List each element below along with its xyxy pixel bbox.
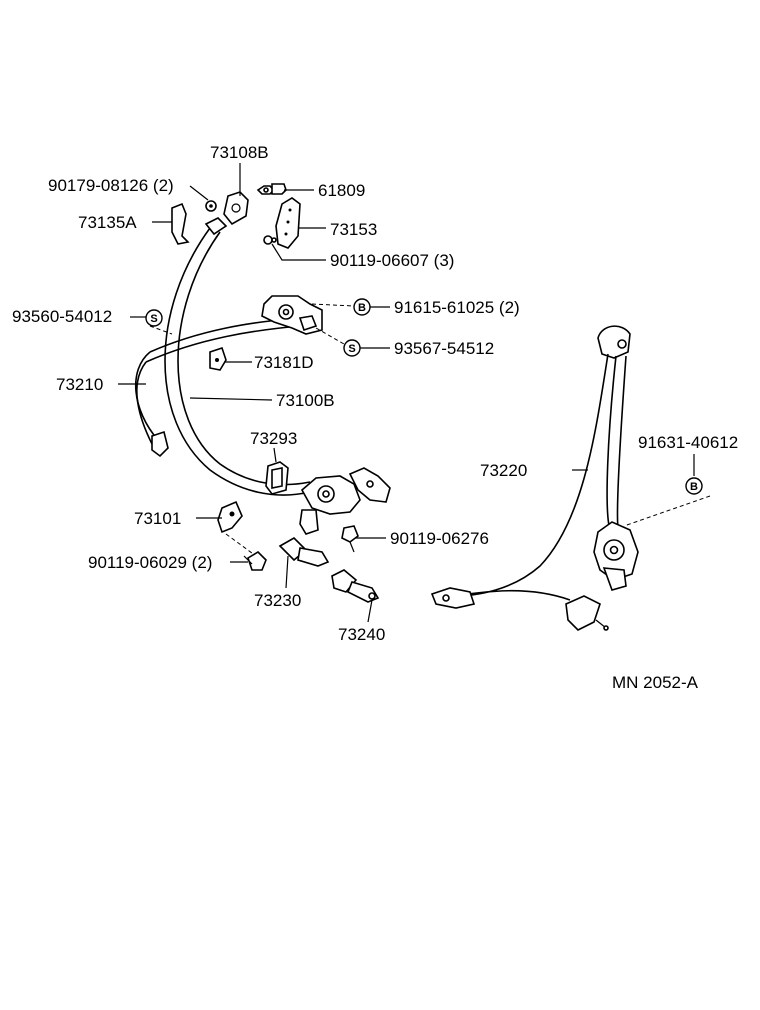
callout-73210: 73210	[56, 375, 103, 394]
tongue-right	[565, 595, 609, 631]
symbol-s-93567: S	[343, 339, 361, 357]
callout-73135a: 73135A	[78, 213, 137, 232]
retractor-lower	[299, 467, 391, 535]
callout-73230: 73230	[254, 591, 301, 610]
callout-90119-06607: 90119-06607 (3)	[330, 251, 454, 270]
callout-73293: 73293	[250, 429, 297, 448]
callout-90179-08126: 90179-08126 (2)	[48, 176, 174, 195]
callout-73181d: 73181D	[254, 353, 314, 372]
callout-91631-40612: 91631-40612	[638, 433, 738, 452]
callout-73240: 73240	[338, 625, 385, 644]
svg-text:S: S	[150, 313, 157, 325]
bolt-90119-06276	[341, 525, 359, 553]
callout-93567-54512: 93567-54512	[394, 339, 494, 358]
cover-73153	[275, 197, 301, 249]
clip-61809	[256, 183, 287, 195]
callout-90119-06029: 90119-06029 (2)	[88, 553, 212, 572]
anchor-cover-73135a	[171, 202, 190, 245]
guide-73181d	[209, 346, 227, 371]
bracket-73101	[217, 500, 243, 534]
lower-anchor-right	[430, 587, 476, 609]
svg-text:B: B	[690, 481, 698, 493]
buckle-73240	[331, 569, 380, 603]
callout-73101: 73101	[134, 509, 181, 528]
symbol-b-91615: B	[353, 298, 371, 316]
callout-93560-54012: 93560-54012	[12, 307, 112, 326]
bolt-90179	[205, 200, 217, 212]
symbol-b-91631: B	[685, 477, 703, 495]
diagram-id: MN 2052-A	[612, 673, 699, 692]
buckle-73230	[278, 537, 330, 567]
leader-lines	[118, 163, 711, 623]
retractor-upper	[261, 295, 323, 335]
symbol-s-93560: S	[145, 309, 163, 327]
bolt-90119-06029	[243, 550, 267, 571]
retractor-right	[593, 521, 639, 591]
anchor-plate-73108b	[223, 191, 249, 226]
callout-73108b: 73108B	[210, 143, 269, 162]
svg-text:S: S	[348, 343, 355, 355]
bolt-90119-06607	[263, 235, 277, 245]
callout-91615-61025: 91615-61025 (2)	[394, 298, 520, 317]
callout-90119-06276: 90119-06276	[390, 529, 489, 548]
callout-73153: 73153	[330, 220, 377, 239]
cover-73293	[265, 461, 289, 495]
upper-anchor-right	[597, 325, 631, 359]
callout-73220: 73220	[480, 461, 527, 480]
callout-73100b: 73100B	[276, 391, 335, 410]
svg-text:B: B	[358, 302, 366, 314]
callout-61809: 61809	[318, 181, 365, 200]
